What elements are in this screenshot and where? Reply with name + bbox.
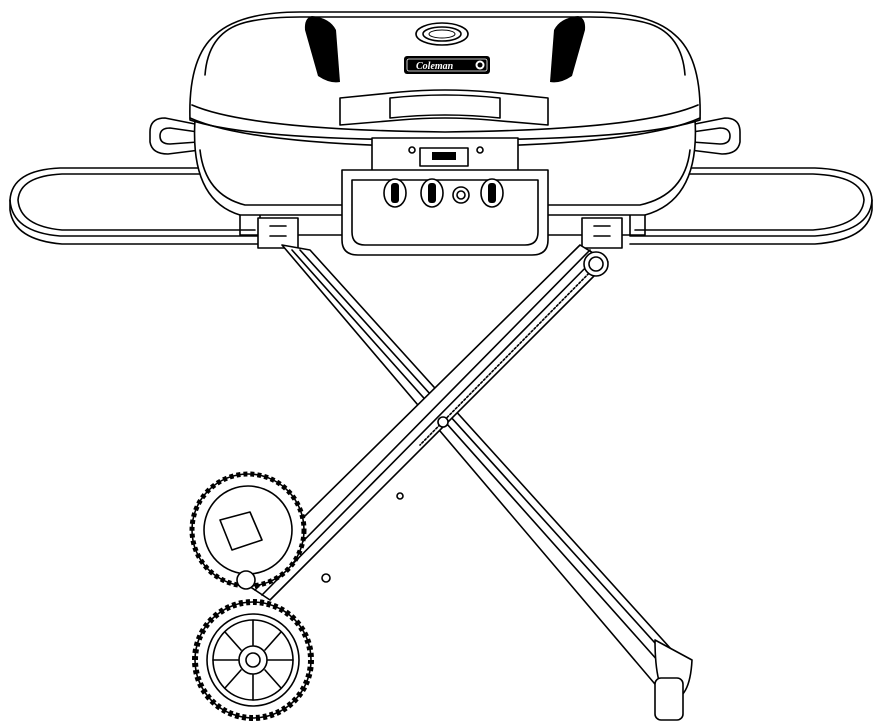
grill-lid [189, 11, 701, 148]
front-wheel [192, 599, 314, 721]
frame-pivot-bolt [437, 416, 449, 428]
stand-leg-front [281, 244, 693, 721]
right-side-shelf [629, 167, 873, 245]
left-side-shelf [9, 167, 261, 245]
brand-logo-text: Coleman [416, 61, 454, 72]
igniter-button [452, 186, 470, 204]
right-handle [689, 117, 741, 155]
lid-handle [339, 89, 549, 126]
left-handle [149, 117, 201, 155]
axle-cap [236, 570, 256, 590]
lid-latch [371, 137, 519, 173]
control-panel [341, 169, 549, 256]
stand-leg-rear [239, 244, 609, 601]
rear-wheel [189, 471, 307, 589]
brand-logo-badge: Coleman [404, 56, 490, 74]
